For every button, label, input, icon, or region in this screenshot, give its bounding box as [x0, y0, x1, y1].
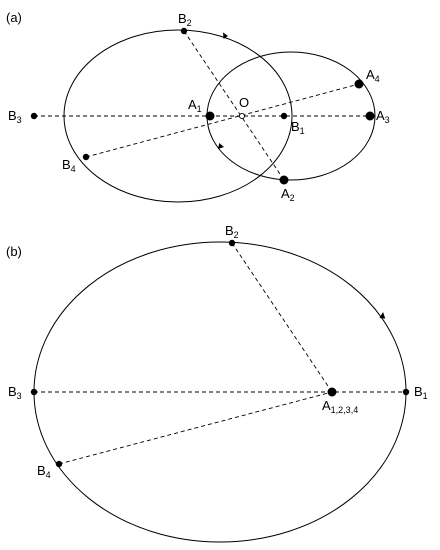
point-a	[327, 387, 337, 397]
panel-a: (a) B2 B3 B4 B1 A1 A2 A3 A4 O	[6, 10, 390, 203]
direction-arrow	[379, 312, 386, 319]
label-a: A1,2,3,4	[322, 398, 358, 415]
point-b2	[180, 27, 188, 35]
label-a3: A3	[376, 108, 390, 125]
direction-arrow-small	[218, 143, 224, 149]
dashed-line-b2-a	[231, 242, 333, 393]
point-b4	[55, 460, 63, 468]
dashed-line-b4-a	[58, 391, 333, 465]
point-b1	[402, 388, 410, 396]
panel-b-label: (b)	[6, 244, 22, 259]
point-b4	[82, 153, 90, 161]
label-b1: B1	[414, 384, 428, 401]
point-b3	[30, 112, 38, 120]
label-b3: B3	[8, 384, 22, 401]
label-a4: A4	[366, 67, 380, 84]
label-b4: B4	[62, 157, 76, 174]
dashed-line-b4-a4	[85, 83, 360, 158]
center-o	[238, 112, 246, 120]
label-b4: B4	[37, 463, 51, 480]
label-a2: A2	[281, 186, 295, 203]
point-a2	[279, 175, 289, 185]
direction-arrow-large	[223, 32, 228, 39]
label-b2: B2	[225, 223, 239, 240]
label-b1: B1	[291, 119, 305, 136]
label-a1: A1	[188, 97, 202, 114]
panel-a-label: (a)	[6, 10, 22, 25]
point-b2	[228, 239, 236, 247]
point-b1	[280, 112, 288, 120]
panel-b: (b) B2 B3 B1 B4 A1,2,3,4	[6, 223, 428, 543]
point-a3	[365, 111, 375, 121]
label-b3: B3	[8, 108, 22, 125]
dashed-line-b2-a2	[183, 30, 285, 181]
label-b2: B2	[178, 11, 192, 28]
point-b3	[30, 388, 38, 396]
label-o: O	[239, 95, 249, 110]
point-a4	[354, 79, 364, 89]
point-a1	[205, 111, 215, 121]
